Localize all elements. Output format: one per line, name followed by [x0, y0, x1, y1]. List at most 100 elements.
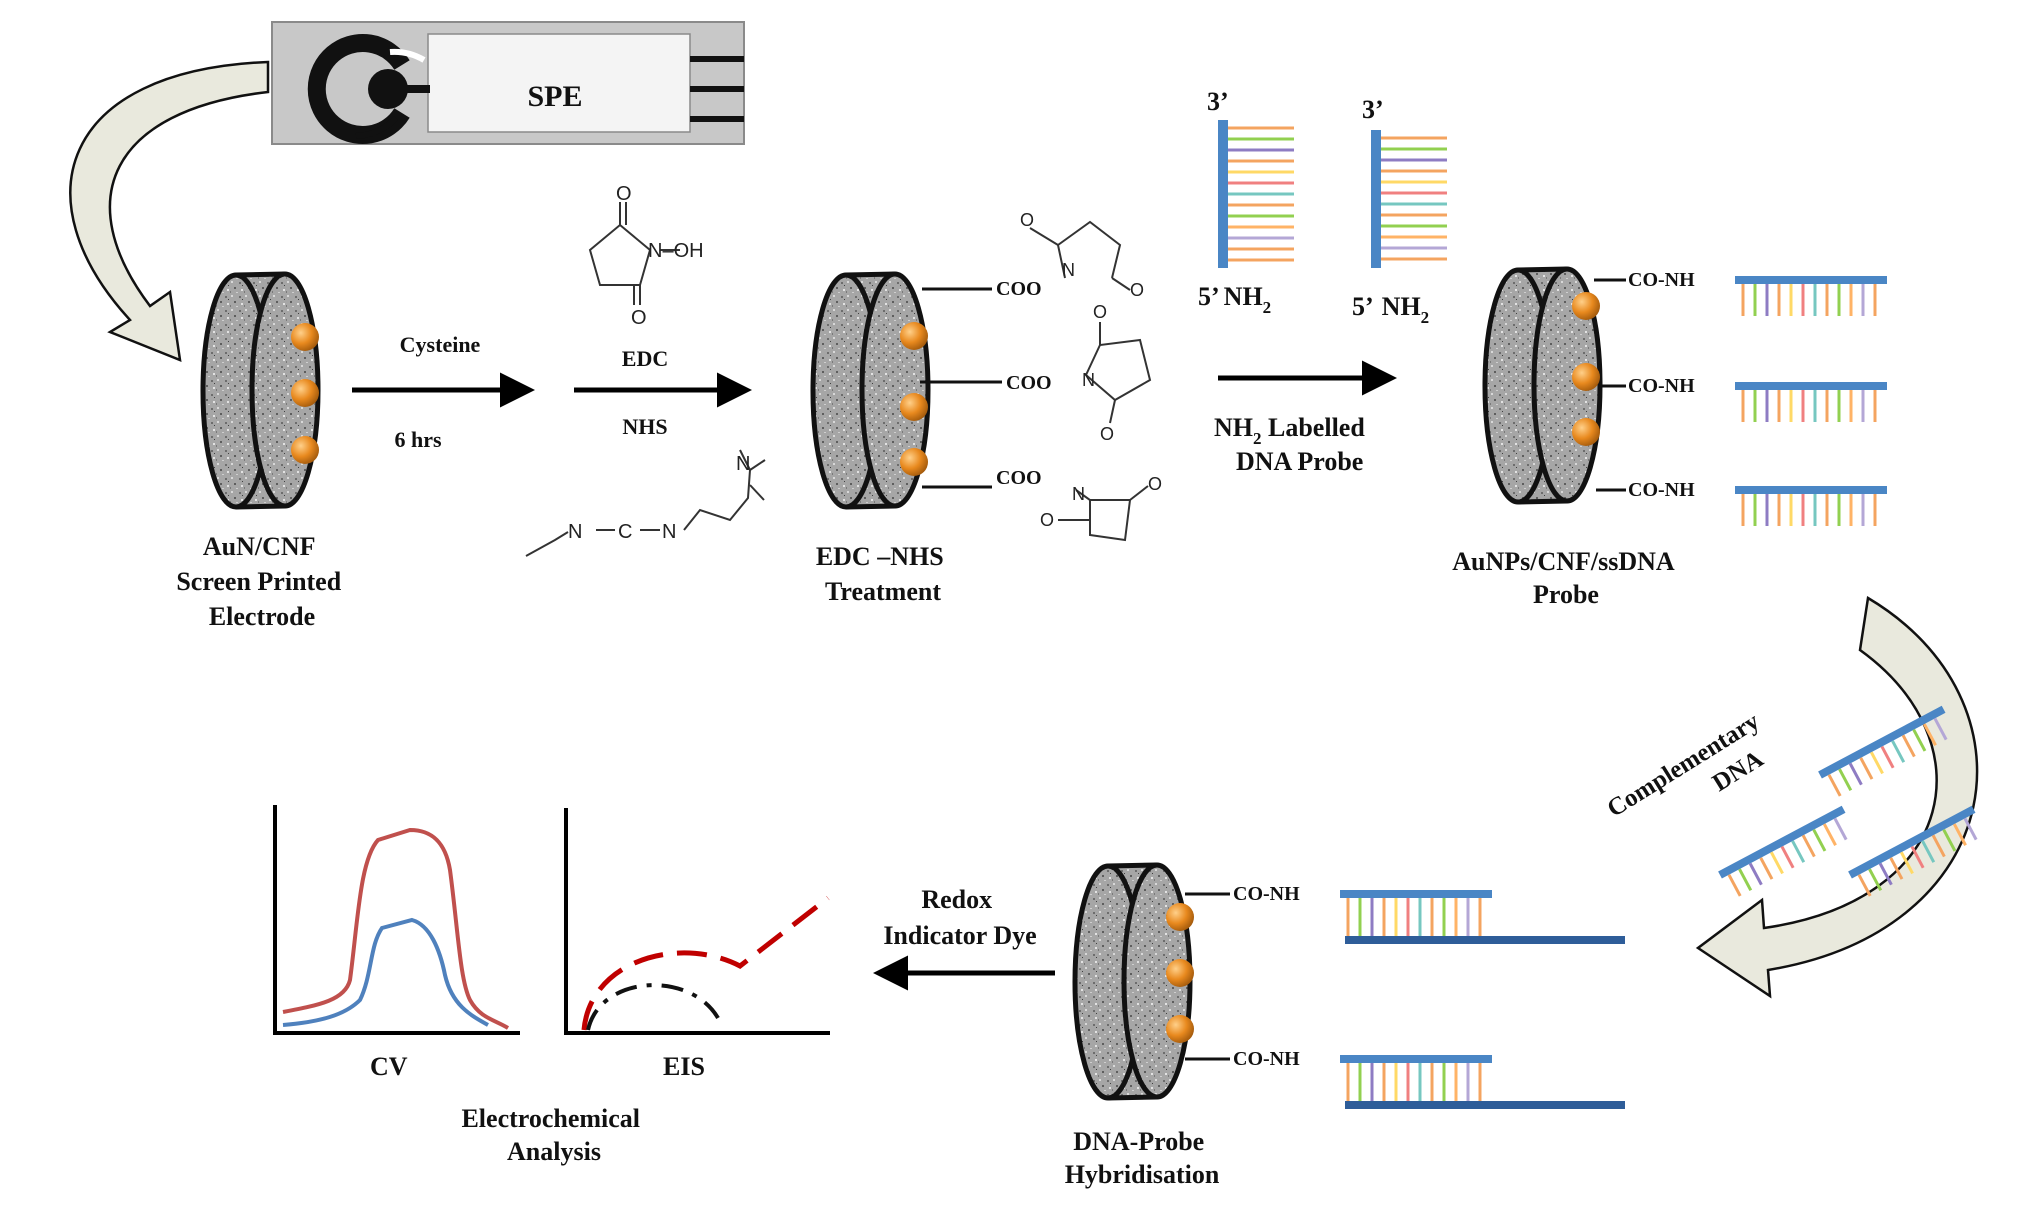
cv-red-curve	[282, 827, 510, 1030]
analysis-caption: Electrochemical Analysis	[461, 1104, 646, 1166]
electrode-aun-cnf	[200, 271, 321, 510]
dna-base	[1942, 829, 1957, 852]
gold-nanoparticle	[291, 323, 319, 351]
dna-base	[1921, 840, 1936, 863]
dna-base	[1812, 829, 1827, 852]
spe-electrode-icon	[307, 34, 430, 144]
electrode-edc-nhs	[810, 271, 1002, 510]
svg-text:O: O	[616, 183, 632, 205]
dna-base	[1822, 823, 1837, 846]
dna-base	[1833, 817, 1848, 841]
dna-base	[1901, 734, 1916, 758]
cv-blue-curve	[282, 917, 489, 1027]
dna-base	[1780, 845, 1795, 869]
redox-label: Redox Indicator Dye	[883, 885, 1036, 950]
nhs-o-bottom: O	[631, 307, 647, 329]
coo-label: COO	[996, 278, 1042, 300]
n-atom: N	[1072, 484, 1085, 504]
dna-probe-2	[1371, 130, 1447, 268]
nhs-o-top: O	[616, 183, 632, 205]
dna-base	[1759, 857, 1774, 880]
dna-base	[1838, 768, 1853, 792]
dna-backbone	[1340, 1055, 1492, 1063]
o-atom: O	[1100, 424, 1114, 444]
dna-base	[1848, 762, 1863, 786]
gold-nanoparticle	[291, 379, 319, 407]
electrode4-caption: DNA-Probe Hybridisation	[1065, 1127, 1220, 1189]
eis-plot	[564, 808, 830, 1035]
dna-base	[1869, 751, 1884, 775]
nhs-structure-icon	[588, 202, 680, 305]
cysteine-label: Cysteine	[400, 332, 481, 357]
dna-base	[1931, 834, 1946, 858]
dna-base	[1963, 817, 1978, 841]
five-prime-nh2-2: 5’NH2	[1352, 292, 1429, 327]
gold-nanoparticle	[900, 448, 928, 476]
dna-backbone	[1735, 382, 1887, 390]
gold-nanoparticle	[1572, 418, 1600, 446]
conh-label: CO-NH	[1628, 375, 1695, 397]
edc-c: C	[618, 521, 632, 543]
probe-arrow-label: NH2 Labelled	[1214, 413, 1365, 448]
spe-label: SPE	[527, 80, 582, 113]
curved-arrow-icon	[1695, 595, 1979, 999]
dna-backbone	[1735, 486, 1887, 494]
dna-base	[1933, 717, 1948, 741]
dna-base	[1859, 757, 1874, 780]
dna-base	[1801, 834, 1816, 858]
nhs-n-oh: N–OH	[648, 240, 704, 262]
cv-label: CV	[370, 1052, 408, 1081]
n-atom: N	[1062, 260, 1075, 280]
conh-label: CO-NH	[1628, 479, 1695, 501]
conh-label: CO-NH	[1233, 1048, 1300, 1070]
electrode3-caption: AuNPs/CNF/ssDNA Probe	[1452, 547, 1680, 609]
dna-base	[1910, 845, 1925, 869]
cysteine-time: 6 hrs	[394, 427, 442, 452]
nhs-ester-rings-icon	[1029, 220, 1152, 542]
dna-backbone	[1340, 890, 1492, 898]
dna-base	[1891, 740, 1906, 763]
dna-base	[1899, 851, 1914, 875]
five-prime-nh2-1: 5’NH2	[1198, 282, 1271, 317]
conh-label: CO-NH	[1628, 269, 1695, 291]
dna-base	[1827, 774, 1842, 797]
dna-backbone	[1345, 936, 1625, 944]
probe-arrow-label-2: DNA Probe	[1236, 447, 1363, 476]
edc-n1: N	[568, 521, 582, 543]
coo-label: COO	[996, 467, 1042, 489]
o-atom: O	[1020, 210, 1034, 230]
gold-nanoparticle	[1166, 1015, 1194, 1043]
svg-text:CO-NH CO-NH: CO-NH CO-NH	[1233, 883, 1305, 1070]
gold-nanoparticle	[1572, 292, 1600, 320]
o-atom: O	[1130, 280, 1144, 300]
complementary-dna-strands	[1718, 705, 1978, 897]
dna-probe-1	[1218, 120, 1294, 268]
dna-base	[1878, 862, 1893, 886]
svg-text:N C N N: N C N N	[568, 453, 750, 543]
spe-contact-lines	[690, 56, 744, 122]
three-prime-label: 3’	[1362, 95, 1384, 124]
spe-strip: SPE	[271, 21, 745, 145]
dna-base	[1727, 874, 1742, 897]
o-atom: O	[1148, 474, 1162, 494]
gold-nanoparticle	[1166, 903, 1194, 931]
electrode-dna-hybridisation	[1072, 862, 1230, 1101]
edc-label: EDC	[622, 346, 668, 371]
gold-nanoparticle	[1166, 959, 1194, 987]
dna-base	[1769, 851, 1784, 875]
dna-base	[1922, 723, 1937, 746]
dna-base	[1889, 857, 1904, 880]
three-prime-label: 3’	[1207, 87, 1228, 116]
dna-base	[1952, 823, 1967, 846]
eis-red-curve	[581, 896, 830, 1031]
dna-backbone	[1345, 1101, 1625, 1109]
electrode-aunps-cnf-ssdna	[1482, 266, 1626, 505]
dna-base	[1857, 874, 1872, 897]
gold-nanoparticle	[291, 436, 319, 464]
svg-text:3’ 3’: 3’ 3’	[1207, 87, 1384, 124]
svg-text:O O N O N: O O N O N O N O O	[1020, 210, 1162, 530]
dna-backbone	[1718, 805, 1846, 879]
curved-arrow-icon	[69, 60, 270, 362]
electrode1-caption: AuN/CNF Screen Printed Electrode	[176, 532, 347, 631]
